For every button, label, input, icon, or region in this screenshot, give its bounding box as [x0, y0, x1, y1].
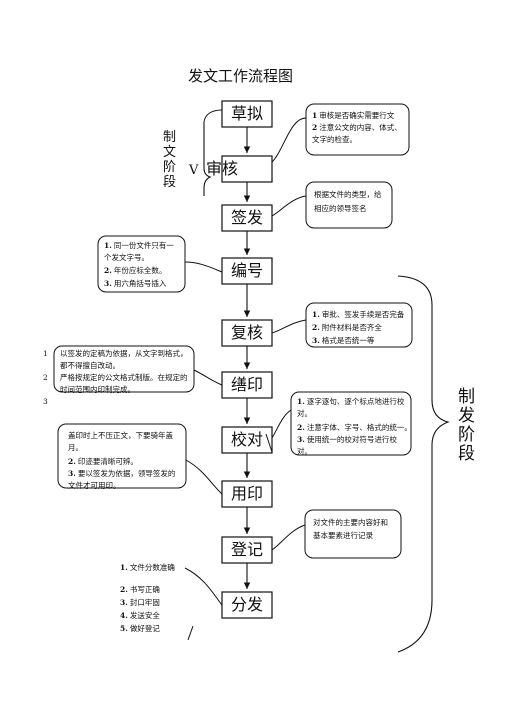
stage-distribute: 分发	[231, 595, 264, 614]
note-box-register	[304, 509, 402, 559]
connector	[271, 195, 307, 217]
connector	[184, 261, 223, 273]
note-sign-text: 根据文件的类型，给相应的领导签名	[314, 190, 382, 213]
right-stage-brace	[397, 275, 450, 653]
note-number-item: 3.用六角括号插入	[104, 279, 167, 288]
stage-number: 编号	[231, 261, 264, 280]
note-distribute-item: 2.书写正确	[120, 585, 160, 594]
note-print-item: 严格按规定的公文格式制版。在规定的时间范围内印制完成。	[60, 373, 188, 394]
connector	[193, 369, 223, 386]
note-register-text: 对文件的主要内容好和基本要素进行记录	[313, 518, 388, 540]
stage-draft: 草拟	[231, 104, 264, 123]
note-distribute-item: 4.发送安全	[120, 611, 160, 620]
left-stage-marker: V	[189, 163, 199, 178]
connector	[271, 117, 307, 163]
note-recheck-item: 3.格式是否统一等	[312, 336, 375, 345]
note-proof-item: 2.注意字体、字号、格式的统一。	[297, 423, 412, 432]
note-seal-item: 盖印时上不压正文，下要骑年盖月。	[68, 431, 173, 452]
left-stage-label: 制文阶段	[163, 130, 177, 190]
slash-mark	[265, 433, 273, 453]
note-distribute-item: 1.文件分数准确	[120, 563, 175, 572]
note-box-seal	[57, 423, 187, 489]
stage-print: 缮印	[231, 375, 264, 394]
stage-recheck: 复核	[231, 323, 264, 342]
note-recheck-item: 1.审批、签发手续是否完备	[312, 310, 405, 319]
note-box-sign	[305, 181, 393, 229]
slash-mark	[187, 625, 194, 641]
stage-review: 审核	[206, 159, 239, 178]
note-distribute-item: 3.封口牢固	[120, 598, 160, 607]
connector	[271, 319, 307, 334]
note-box-print	[53, 345, 195, 393]
note-print-number: 1	[43, 349, 48, 358]
left-stage-bracket	[203, 122, 212, 196]
note-box-review	[305, 103, 410, 156]
stage-proof: 校对	[231, 430, 264, 449]
stage-sign: 签发	[231, 208, 264, 227]
stage-register: 登记	[231, 540, 264, 559]
connector	[184, 567, 223, 606]
note-number-item: 2.年份应标全数。	[104, 266, 167, 275]
note-box-number	[97, 235, 186, 293]
connector	[185, 459, 223, 495]
note-proof-item: 3.使用统一的校对符号进行校对。	[297, 435, 397, 456]
note-print-number: 3	[43, 397, 48, 406]
note-seal-item: 2.印迹要清晰可辨。	[68, 457, 138, 466]
note-seal-item: 3.要以签发为依据，领导签发的文件才可用印。	[68, 469, 176, 490]
note-print-number: 2	[43, 373, 48, 382]
note-distribute-item: 5.做好登记	[120, 624, 160, 633]
note-box-proof	[290, 391, 412, 456]
connector	[271, 524, 306, 551]
note-print-item: 以签发的定稿为依据，从文字到格式，都不得擅自改动。	[60, 349, 188, 370]
connector	[271, 409, 292, 439]
note-recheck-item: 2.附件材料是否齐全	[312, 323, 382, 332]
note-number-item: 1.同一份文件只有一个发文字号。	[104, 241, 174, 262]
right-stage-label: 制发阶段	[458, 387, 475, 464]
note-proof-item: 1.逐字逐句、逐个标点地进行校对。	[297, 397, 405, 418]
stage-seal: 用印	[231, 484, 264, 503]
page-title: 发文工作流程图	[188, 67, 294, 85]
note-box-recheck	[305, 302, 413, 348]
connector	[203, 109, 223, 123]
